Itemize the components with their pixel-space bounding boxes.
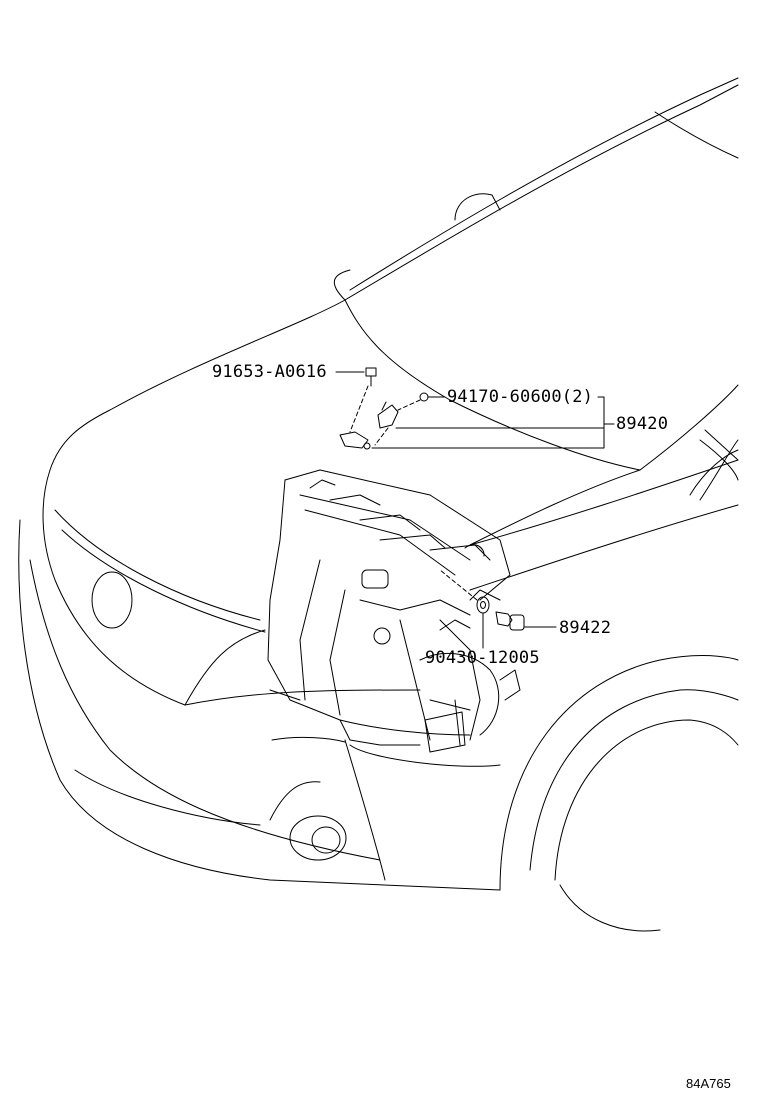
car-body [19, 78, 738, 931]
bolt-part [366, 368, 376, 386]
nut-part [420, 393, 428, 401]
gasket-part [477, 597, 489, 613]
sensor-part [496, 612, 530, 630]
part-number-bolt: 91653-A0616 [212, 362, 327, 382]
sensor-assembly-part [340, 402, 398, 449]
figure-code: 84A765 [686, 1076, 731, 1091]
part-number-sensor-assembly: 89420 [616, 414, 669, 434]
part-number-gasket: 90430-12005 [425, 648, 540, 668]
leader-lines [336, 372, 614, 648]
part-number-nut: 94170-60600(2) [447, 387, 594, 407]
part-number-sensor: 89422 [559, 618, 612, 638]
engine-block [268, 470, 520, 752]
